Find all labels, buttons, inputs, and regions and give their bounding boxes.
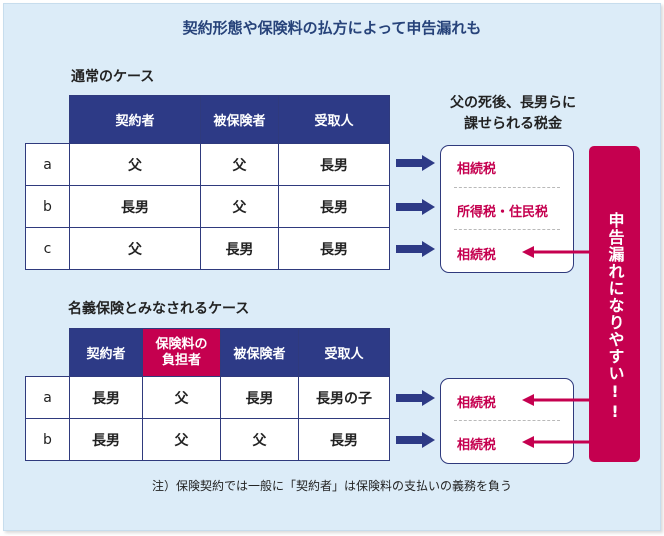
- arrow-right-icon: [396, 155, 435, 171]
- corner-cell: [26, 329, 70, 377]
- table-row: b 長男 父 父 長男: [25, 418, 390, 461]
- arrow-left-icon: [522, 246, 592, 258]
- nominee-case-heading: 名義保険とみなされるケース: [68, 301, 250, 317]
- nominee-header-row: 契約者 保険料の負担者 被保険者 受取人: [26, 328, 390, 377]
- premium-payer-cell: 父: [142, 418, 221, 461]
- insured-cell: 父: [200, 185, 279, 228]
- nominee-tax-box: [440, 378, 574, 464]
- tax-item: 所得税・住民税: [457, 205, 549, 220]
- contractor-cell: 長男: [69, 185, 201, 228]
- divider: [454, 187, 560, 188]
- table-row: c 父 長男 長男: [25, 227, 390, 270]
- beneficiary-cell: 長男の子: [298, 376, 390, 419]
- insured-cell: 父: [220, 418, 299, 461]
- beneficiary-cell: 長男: [298, 418, 390, 461]
- insured-cell: 長男: [220, 376, 299, 419]
- table-row: b 長男 父 長男: [25, 185, 390, 228]
- header-contractor: 契約者: [69, 328, 143, 377]
- row-label: a: [25, 376, 70, 419]
- tax-heading-line-1: 父の死後、長男らに: [450, 95, 576, 111]
- arrow-right-icon: [396, 390, 435, 406]
- tax-heading: 父の死後、長男らに 課せられる税金: [438, 93, 588, 135]
- row-label: b: [25, 185, 70, 228]
- header-insured: 被保険者: [220, 328, 299, 377]
- tax-heading-line-2: 課せられる税金: [464, 116, 562, 132]
- contractor-cell: 長男: [69, 376, 143, 419]
- premium-payer-label: 保険料の負担者: [155, 336, 208, 368]
- header-insured: 被保険者: [200, 95, 279, 144]
- beneficiary-cell: 長男: [278, 185, 390, 228]
- corner-cell: [26, 96, 70, 144]
- tax-item: 相続税: [457, 162, 497, 177]
- divider: [454, 229, 560, 230]
- premium-payer-cell: 父: [142, 376, 221, 419]
- insured-cell: 長男: [200, 227, 279, 270]
- arrow-right-icon: [396, 432, 435, 448]
- normal-header-row: 契約者 被保険者 受取人: [26, 95, 390, 144]
- insured-cell: 父: [200, 143, 279, 186]
- row-label: b: [25, 418, 70, 461]
- table-row: a 父 父 長男: [25, 143, 390, 186]
- table-row: a 長男 父 長男 長男の子: [25, 376, 390, 419]
- normal-case-heading: 通常のケース: [71, 69, 155, 85]
- header-beneficiary: 受取人: [278, 95, 390, 144]
- row-label: c: [25, 227, 70, 270]
- footnote: 注）保険契約では一般に「契約者」は保険料の支払いの義務を負う: [151, 479, 512, 493]
- arrow-left-icon: [522, 394, 592, 406]
- beneficiary-cell: 長男: [278, 143, 390, 186]
- warning-text: 申告漏れになりやすい!!: [605, 212, 625, 422]
- row-label: a: [25, 143, 70, 186]
- normal-case-table: 契約者 被保険者 受取人 a 父 父 長男 b 長男 父 長男 c 父 長男 長…: [25, 95, 390, 270]
- header-contractor: 契約者: [69, 95, 201, 144]
- tax-item: 相続税: [457, 396, 497, 411]
- arrow-left-icon: [522, 436, 592, 448]
- header-premium-payer: 保険料の負担者: [142, 328, 221, 377]
- arrow-right-icon: [396, 241, 435, 257]
- arrow-right-icon: [396, 199, 435, 215]
- nominee-case-table: 契約者 保険料の負担者 被保険者 受取人 a 長男 父 長男 長男の子 b 長男…: [25, 328, 390, 461]
- divider: [454, 420, 560, 421]
- contractor-cell: 長男: [69, 418, 143, 461]
- tax-item: 相続税: [457, 248, 497, 263]
- warning-banner: 申告漏れになりやすい!!: [589, 146, 640, 462]
- contractor-cell: 父: [69, 143, 201, 186]
- contractor-cell: 父: [69, 227, 201, 270]
- header-beneficiary: 受取人: [298, 328, 390, 377]
- diagram-title: 契約形態や保険料の払方によって申告漏れも: [182, 19, 482, 37]
- tax-item: 相続税: [457, 438, 497, 453]
- beneficiary-cell: 長男: [278, 227, 390, 270]
